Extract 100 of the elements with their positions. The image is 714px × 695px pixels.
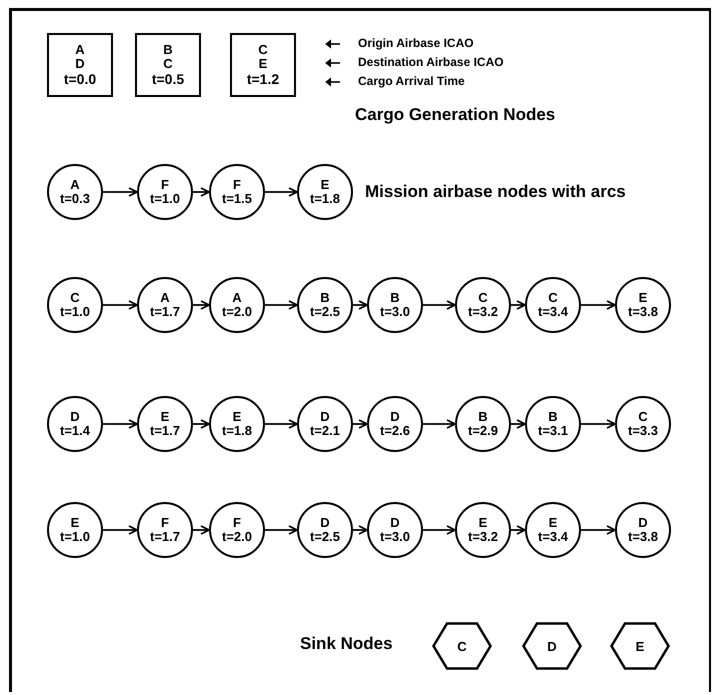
node-label: t=3.4 — [538, 530, 568, 544]
arrow — [581, 419, 616, 429]
node-label: t=2.1 — [310, 424, 340, 438]
node-label: t=3.1 — [538, 424, 568, 438]
node-label: t=3.8 — [628, 305, 658, 320]
arrow — [193, 525, 210, 535]
node-label: t=1.0 — [60, 305, 90, 320]
cargo-node-box — [135, 33, 201, 97]
node-label: t=3.8 — [628, 530, 658, 544]
node-label: E — [70, 516, 80, 530]
node-label: F — [161, 516, 169, 530]
node-label: F — [161, 178, 169, 192]
node-label: D — [390, 516, 400, 530]
node-label: F — [233, 516, 241, 530]
arrow — [511, 525, 526, 535]
arrow — [423, 300, 456, 310]
node-label: B — [548, 410, 558, 424]
node-label: E — [636, 640, 644, 652]
section-title: Sink Nodes — [300, 633, 393, 654]
node-label: t=1.4 — [60, 424, 90, 438]
node-label: D — [320, 516, 330, 530]
node-label: E — [320, 178, 330, 192]
node-label: t=1.8 — [222, 424, 252, 438]
node-label: t=3.3 — [628, 424, 658, 438]
node-label: t=1.2 — [246, 72, 280, 87]
node-label: D — [638, 516, 648, 530]
node-label: A — [232, 290, 242, 305]
node-label: B — [390, 290, 400, 305]
node-label: C — [163, 57, 173, 72]
node-label: t=2.6 — [380, 424, 410, 438]
node-label: B — [320, 290, 330, 305]
node-label: C — [70, 290, 80, 305]
arrow — [103, 300, 138, 310]
node-label: t=2.5 — [310, 530, 340, 544]
node-label: C — [478, 290, 488, 305]
arrow — [581, 525, 616, 535]
arrow — [423, 525, 456, 535]
node-label: E — [638, 290, 648, 305]
node-label: B — [163, 43, 173, 58]
node-label: t=0.0 — [64, 72, 96, 87]
arrow — [511, 419, 526, 429]
arrow — [103, 187, 138, 197]
arrow — [265, 187, 298, 197]
node-label: C — [638, 410, 648, 424]
arrow — [353, 419, 368, 429]
node-label: t=2.9 — [468, 424, 498, 438]
node-label: A — [75, 43, 85, 58]
node-label: B — [478, 410, 488, 424]
cargo-node-box — [230, 33, 296, 97]
node-label: t=3.2 — [468, 530, 498, 544]
node-label: t=3.2 — [468, 305, 498, 320]
node-label: C — [258, 43, 268, 58]
node-label: t=0.5 — [152, 72, 184, 87]
arrow — [265, 525, 298, 535]
arrow — [265, 419, 298, 429]
node-label: t=1.7 — [150, 424, 180, 438]
legend-text: Cargo Arrival Time — [358, 74, 465, 89]
node-label: t=0.3 — [60, 192, 90, 206]
node-label: E — [478, 516, 488, 530]
arrow — [423, 419, 456, 429]
node-label: D — [390, 410, 400, 424]
arrow — [581, 300, 616, 310]
cargo-node-box — [47, 33, 113, 97]
node-label: t=2.0 — [222, 305, 252, 320]
node-label: A — [70, 178, 80, 192]
node-label: D — [75, 57, 85, 72]
node-label: E — [548, 516, 558, 530]
node-label: t=3.0 — [380, 305, 410, 320]
node-label: t=3.0 — [380, 530, 410, 544]
arrow — [193, 419, 210, 429]
node-label: t=1.0 — [150, 192, 180, 206]
node-label: t=1.7 — [150, 305, 180, 320]
node-label: D — [320, 410, 330, 424]
node-label: A — [160, 290, 170, 305]
arrow — [103, 419, 138, 429]
node-label: C — [548, 290, 558, 305]
node-label: t=1.8 — [310, 192, 340, 206]
arrow — [193, 187, 210, 197]
arrow — [193, 300, 210, 310]
legend-text: Destination Airbase ICAO — [358, 55, 504, 70]
node-label: E — [258, 57, 268, 72]
arrow — [353, 525, 368, 535]
node-label: E — [160, 410, 170, 424]
legend-text: Origin Airbase ICAO — [358, 36, 474, 51]
node-label: t=1.0 — [60, 530, 90, 544]
arrow — [103, 525, 138, 535]
arrow — [511, 300, 526, 310]
node-label: t=2.0 — [222, 530, 252, 544]
node-label: D — [547, 640, 557, 652]
node-label: t=1.7 — [150, 530, 180, 544]
arrow — [265, 300, 298, 310]
node-label: E — [232, 410, 242, 424]
node-label: t=1.5 — [222, 192, 252, 206]
section-title: Mission airbase nodes with arcs — [365, 181, 626, 202]
node-label: t=2.5 — [310, 305, 340, 320]
node-label: F — [233, 178, 241, 192]
section-title: Cargo Generation Nodes — [355, 104, 556, 126]
node-label: D — [70, 410, 80, 424]
arrow — [353, 300, 368, 310]
node-label: C — [457, 640, 467, 652]
